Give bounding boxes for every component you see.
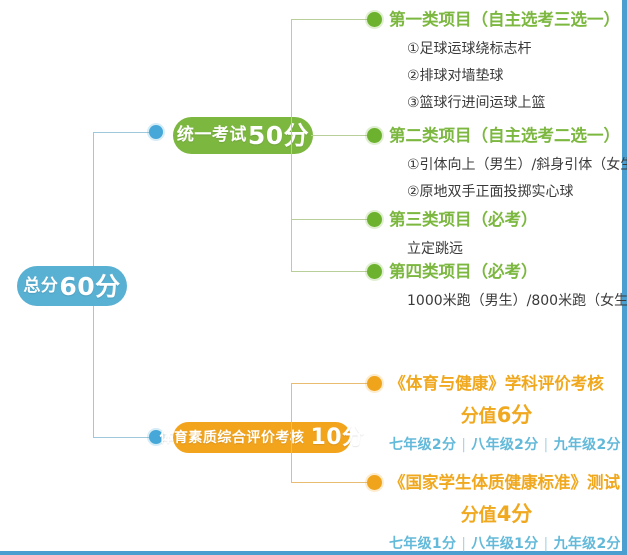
branch-orange-2-sep-2: | <box>543 535 549 552</box>
branch-line-root-top <box>93 132 155 133</box>
frame-border-right <box>622 0 627 555</box>
branch-orange-1-score-value: 6分 <box>496 402 533 427</box>
branch-line-orange-1 <box>291 383 373 384</box>
branch-dot-green-3[interactable] <box>367 212 382 227</box>
branch-orange-1-sep-1: | <box>461 436 467 453</box>
branch-green-1-title: 第一类项目（自主选考三选一） <box>389 10 620 29</box>
branch-green-4: 第四类项目（必考） 1000米跑（男生）/800米跑（女生） <box>389 262 627 309</box>
node-unified-exam-label: 统一考试 <box>176 125 247 145</box>
node-dot-unified-exam[interactable] <box>149 125 163 139</box>
node-dot-quality-assessment[interactable] <box>149 430 163 444</box>
branch-green-1-item-3: ③篮球行进间运球上篮 <box>407 94 546 111</box>
branch-orange-2-grade-2: 八年级1分 <box>471 535 539 552</box>
branch-green-4-title: 第四类项目（必考） <box>389 262 538 281</box>
branch-orange-2-score-value: 4分 <box>496 501 533 526</box>
branch-orange-2-grade-3: 九年级2分 <box>553 535 621 552</box>
branch-dot-green-2[interactable] <box>367 128 382 143</box>
frame-border-right-gap <box>620 0 622 555</box>
branch-orange-1: 《体育与健康》学科评价考核 分值6分 七年级2分|八年级2分|九年级2分 <box>389 374 621 454</box>
branch-line-green-1 <box>291 19 373 20</box>
branch-green-4-item-1: 1000米跑（男生）/800米跑（女生） <box>407 292 627 309</box>
node-quality-assessment-value: 10分 <box>310 424 365 450</box>
branch-green-3: 第三类项目（必考） 立定跳远 <box>389 210 538 257</box>
node-quality-assessment-label: 体育素质综合评价考核 <box>159 429 305 446</box>
branch-green-3-item-1: 立定跳远 <box>407 240 463 257</box>
branch-green-1-item-1: ①足球运球绕标志杆 <box>407 40 532 57</box>
branch-orange-2: 《国家学生体质健康标准》测试 分值4分 七年级1分|八年级1分|九年级2分 <box>389 473 621 553</box>
root-node-value: 60分 <box>59 271 121 301</box>
branch-orange-2-title: 《国家学生体质健康标准》测试 <box>389 473 620 492</box>
branch-line-green-4 <box>291 271 373 272</box>
branch-orange-2-score: 分值4分 <box>389 502 604 527</box>
branch-line-root-bottom <box>93 437 155 438</box>
branch-green-3-title: 第三类项目（必考） <box>389 210 538 229</box>
trunk-line-unified-exam <box>291 19 292 272</box>
branch-orange-2-grade-1: 七年级1分 <box>389 535 457 552</box>
branch-orange-1-grade-3: 九年级2分 <box>553 436 621 453</box>
branch-orange-1-score: 分值6分 <box>389 403 604 428</box>
branch-line-green-2 <box>311 135 373 136</box>
branch-orange-2-grades: 七年级1分|八年级1分|九年级2分 <box>389 535 621 553</box>
branch-orange-2-sep-1: | <box>461 535 467 552</box>
branch-orange-1-grade-2: 八年级2分 <box>471 436 539 453</box>
branch-dot-green-1[interactable] <box>367 12 382 27</box>
frame-border-bottom <box>0 551 627 555</box>
root-node-label: 总分 <box>23 275 59 296</box>
branch-line-green-3 <box>291 219 373 220</box>
branch-green-1-item-2: ②排球对墙垫球 <box>407 67 504 84</box>
node-unified-exam-value: 50分 <box>247 121 310 150</box>
branch-green-2-item-2: ②原地双手正面投掷实心球 <box>407 183 574 200</box>
branch-dot-green-4[interactable] <box>367 264 382 279</box>
branch-dot-orange-2[interactable] <box>367 475 382 490</box>
branch-green-2: 第二类项目（自主选考二选一） ①引体向上（男生）/斜身引体（女生） ②原地双手正… <box>389 126 627 200</box>
branch-orange-1-title: 《体育与健康》学科评价考核 <box>389 374 604 393</box>
branch-green-2-item-1: ①引体向上（男生）/斜身引体（女生） <box>407 156 627 173</box>
branch-green-2-title: 第二类项目（自主选考二选一） <box>389 126 620 145</box>
branch-dot-orange-1[interactable] <box>367 376 382 391</box>
branch-orange-2-score-label: 分值 <box>460 504 497 526</box>
branch-green-1: 第一类项目（自主选考三选一） ①足球运球绕标志杆 ②排球对墙垫球 ③篮球行进间运… <box>389 10 620 111</box>
branch-orange-1-score-label: 分值 <box>460 405 497 427</box>
branch-orange-1-grades: 七年级2分|八年级2分|九年级2分 <box>389 436 621 454</box>
branch-line-orange-2 <box>291 482 373 483</box>
branch-orange-1-grade-1: 七年级2分 <box>389 436 457 453</box>
branch-orange-1-sep-2: | <box>543 436 549 453</box>
node-quality-assessment[interactable]: 体育素质综合评价考核 10分 <box>159 422 364 453</box>
trunk-line-quality-assessment <box>291 383 292 482</box>
